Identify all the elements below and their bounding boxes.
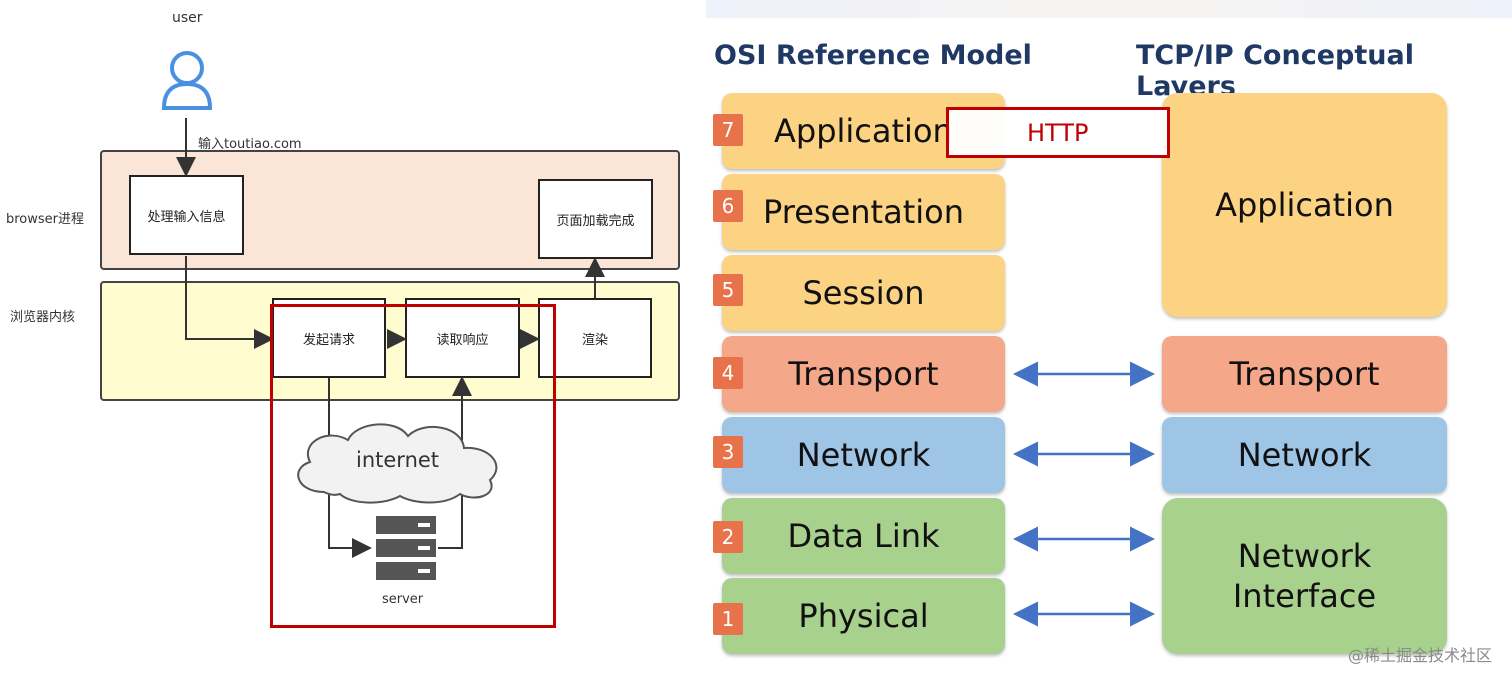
- tcpip-layer-network: Network: [1162, 417, 1447, 493]
- osi-layer-5: Session: [722, 255, 1005, 331]
- osi-layer-3: Network: [722, 417, 1005, 493]
- osi-num-2: 2: [713, 521, 743, 553]
- osi-num-7: 7: [713, 114, 743, 146]
- osi-layer-7-label: Application: [774, 112, 953, 150]
- osi-layer-2-label: Data Link: [787, 517, 940, 555]
- server-label: server: [382, 592, 424, 607]
- tcpip-network-label: Network: [1237, 436, 1372, 474]
- layer-mapping-arrows: [1013, 361, 1155, 627]
- osi-layer-6: Presentation: [722, 174, 1005, 250]
- tcpip-layer-application: Application: [1162, 93, 1447, 317]
- browser-process-label: browser进程: [6, 212, 85, 227]
- osi-layer-2: Data Link: [722, 498, 1005, 574]
- osi-num-1: 1: [713, 603, 743, 635]
- user-label: user: [172, 10, 203, 26]
- server-icon: [376, 516, 436, 580]
- network-highlight-frame: [270, 304, 556, 628]
- osi-layer-4-label: Transport: [788, 355, 939, 393]
- osi-num-4: 4: [713, 357, 743, 389]
- osi-layer-4: Transport: [722, 336, 1005, 412]
- osi-layer-5-label: Session: [802, 274, 925, 312]
- osi-num-6: 6: [713, 190, 743, 222]
- tcpip-network-interface-label: Network Interface: [1232, 537, 1377, 615]
- osi-tcpip-panel: OSI Reference Model TCP/IP Conceptual La…: [706, 0, 1512, 686]
- tcpip-layer-transport: Transport: [1162, 336, 1447, 412]
- osi-heading: OSI Reference Model: [714, 40, 1032, 71]
- osi-num-3: 3: [713, 436, 743, 468]
- http-label: HTTP: [1027, 119, 1089, 147]
- top-decorative-band: [706, 0, 1512, 18]
- osi-layer-1: Physical: [722, 578, 1005, 654]
- tcpip-application-label: Application: [1215, 186, 1394, 224]
- http-highlight-box: HTTP: [946, 107, 1170, 158]
- osi-layer-1-label: Physical: [798, 597, 929, 635]
- flow-connectors: [176, 118, 605, 558]
- input-label: 输入toutiao.com: [198, 137, 302, 152]
- internet-cloud-icon: [297, 423, 498, 504]
- osi-layer-3-label: Network: [796, 436, 931, 474]
- internet-label: internet: [356, 448, 440, 472]
- process-input-box: 处理输入信息: [129, 175, 244, 255]
- tcpip-layer-network-interface: Network Interface: [1162, 498, 1447, 654]
- osi-layer-6-label: Presentation: [763, 193, 964, 231]
- kernel-label: 浏览器内核: [10, 310, 76, 325]
- user-icon: [161, 51, 213, 110]
- osi-num-5: 5: [713, 274, 743, 306]
- watermark: @稀土掘金技术社区: [1347, 646, 1492, 665]
- tcpip-transport-label: Transport: [1229, 355, 1380, 393]
- send-request-box: 发起请求: [272, 298, 386, 378]
- page-loaded-box: 页面加载完成: [538, 179, 653, 259]
- tcpip-heading: TCP/IP Conceptual Layers: [1136, 40, 1414, 102]
- read-response-box: 读取响应: [405, 298, 520, 378]
